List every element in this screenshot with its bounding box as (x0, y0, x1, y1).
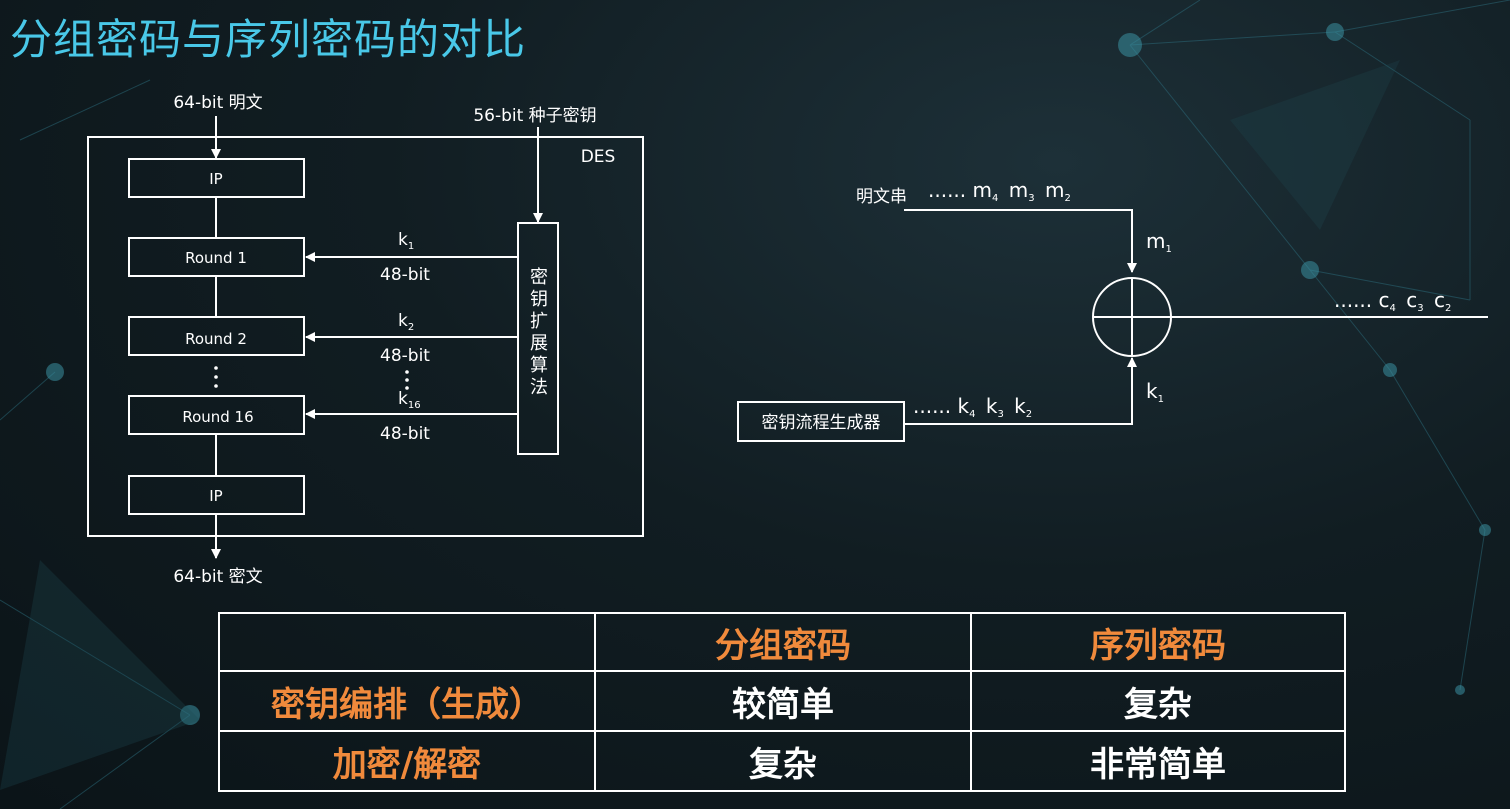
des-ellipsis (214, 366, 409, 390)
table-cell: 非常简单 (970, 730, 1346, 792)
subkey-k1: k1 (398, 230, 414, 252)
table-header-cell (218, 612, 596, 672)
ip-bottom-label: IP (209, 487, 222, 505)
comparison-table: 分组密码 序列密码 密钥编排（生成） 较简单 复杂 加密/解密 复杂 非常简单 (218, 612, 1346, 792)
round16-label: Round 16 (182, 408, 253, 426)
des-output-label: 64-bit 密文 (173, 567, 262, 587)
table-header-cell: 分组密码 (594, 612, 972, 672)
subkey-k2: k2 (398, 311, 414, 333)
subkey-bits-2: 48-bit (380, 346, 430, 366)
ciphertext-sequence: ...... c4 c3 c2 (1334, 288, 1451, 316)
subkey-k16: k16 (398, 389, 421, 411)
key-generator-label: 密钥流程生成器 (762, 413, 881, 433)
key-schedule-char: 展 (530, 333, 548, 354)
table-cell: 复杂 (970, 670, 1346, 732)
table-header-row: 分组密码 序列密码 (218, 612, 1346, 672)
key-schedule-text: 密 钥 扩 展 算 法 (530, 267, 548, 398)
round1-label: Round 1 (185, 249, 247, 267)
table-row-label: 密钥编排（生成） (218, 670, 596, 732)
subkey-bits-16: 48-bit (380, 424, 430, 444)
round2-label: Round 2 (185, 330, 247, 348)
subkey-bits-1: 48-bit (380, 265, 430, 285)
table-header-cell: 序列密码 (970, 612, 1346, 672)
des-box-label: DES (581, 147, 616, 167)
table-cell: 较简单 (594, 670, 972, 732)
key-schedule-char: 钥 (530, 289, 548, 310)
plaintext-sequence: ...... m4 m3 m2 (928, 178, 1071, 206)
key-schedule-char: 扩 (530, 311, 548, 332)
key-schedule-char: 法 (530, 377, 548, 398)
table-row-label: 加密/解密 (218, 730, 596, 792)
table-row: 加密/解密 复杂 非常简单 (218, 730, 1346, 792)
des-block-diagram (87, 116, 644, 559)
des-input-label: 64-bit 明文 (173, 93, 262, 113)
key-schedule-char: 算 (530, 355, 548, 376)
k1-label: k1 (1146, 379, 1164, 405)
key-schedule-char: 密 (530, 267, 548, 288)
stream-cipher-diagram (737, 209, 1488, 442)
ip-top-label: IP (209, 170, 222, 188)
keystream-sequence: ...... k4 k3 k2 (913, 394, 1032, 422)
table-row: 密钥编排（生成） 较简单 复杂 (218, 670, 1346, 732)
m1-label: m1 (1146, 229, 1172, 255)
des-outer-box (87, 136, 644, 537)
slide-title: 分组密码与序列密码的对比 (10, 15, 527, 64)
plaintext-label: 明文串 (856, 187, 907, 207)
table-cell: 复杂 (594, 730, 972, 792)
key-schedule-box (517, 222, 559, 455)
des-seed-key-label: 56-bit 种子密钥 (473, 106, 596, 126)
key-generator-box (737, 401, 905, 442)
